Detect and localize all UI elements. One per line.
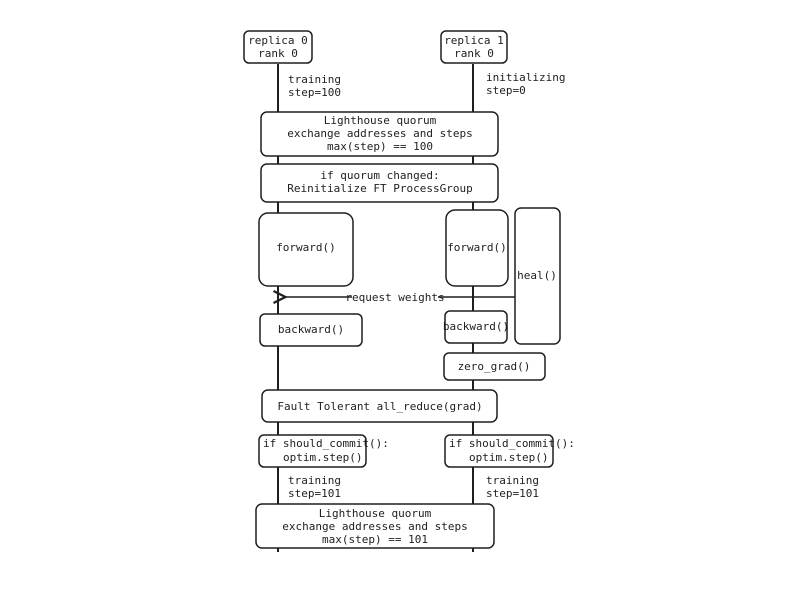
- replica-1-state-start-label: initializing: [486, 71, 565, 84]
- replica-0-header: [243, 30, 313, 64]
- replica-1-state-start-step: step=0: [486, 84, 526, 97]
- allreduce-box: [261, 389, 498, 423]
- quorum-end-box: [255, 503, 495, 549]
- replica-1-header: [440, 30, 508, 64]
- quorum-start-line-2: exchange addresses and steps: [287, 127, 472, 140]
- quorum-end-line-2: exchange addresses and steps: [282, 520, 467, 533]
- forward-1-label: forward(): [447, 241, 507, 254]
- quorum-start-box: [260, 111, 499, 157]
- commit-0-box: [258, 434, 367, 468]
- replica-1-state-end-label: training: [486, 474, 539, 487]
- request-weights-label-bg: [352, 290, 438, 304]
- quorum-start-line-1: Lighthouse quorum: [324, 114, 437, 127]
- backward-0-label: backward(): [278, 323, 344, 336]
- replica-1-state-end-step: step=101: [486, 487, 539, 500]
- heal-box: [514, 207, 561, 345]
- replica-0-rank: rank 0: [258, 47, 298, 60]
- quorum-end-line-3: max(step) == 101: [322, 533, 428, 546]
- reinit-box: [260, 163, 499, 203]
- forward-1-box: [445, 209, 509, 287]
- reinit-line-2: Reinitialize FT ProcessGroup: [287, 182, 472, 195]
- replica-0-name: replica 0: [248, 34, 308, 47]
- replica-1-rank: rank 0: [454, 47, 494, 60]
- commit-1-box: [444, 434, 554, 468]
- replica-0-state-start-label: training: [288, 73, 341, 86]
- commit-1-line-1: if should_commit():: [449, 437, 575, 450]
- quorum-end-line-1: Lighthouse quorum: [319, 507, 432, 520]
- commit-1-line-2: optim.step(): [469, 451, 548, 464]
- forward-0-box: [258, 212, 354, 287]
- allreduce-label: Fault Tolerant all_reduce(grad): [277, 400, 482, 413]
- zero-grad-box: [443, 352, 546, 381]
- zero-grad-label: zero_grad(): [458, 360, 531, 373]
- reinit-line-1: if quorum changed:: [320, 169, 439, 182]
- forward-0-label: forward(): [276, 241, 336, 254]
- commit-0-line-1: if should_commit():: [263, 437, 389, 450]
- request-weights-label: request weights: [345, 291, 444, 304]
- backward-1-label: backward(): [443, 320, 509, 333]
- quorum-start-line-3: max(step) == 100: [327, 140, 433, 153]
- backward-0-box: [259, 313, 363, 347]
- replica-0-state-start-step: step=100: [288, 86, 341, 99]
- commit-0-line-2: optim.step(): [283, 451, 362, 464]
- replica-0-state-end-label: training: [288, 474, 341, 487]
- replica-0-state-end-step: step=101: [288, 487, 341, 500]
- backward-1-box: [444, 310, 508, 344]
- heal-label: heal(): [517, 269, 557, 282]
- replica-1-name: replica 1: [444, 34, 504, 47]
